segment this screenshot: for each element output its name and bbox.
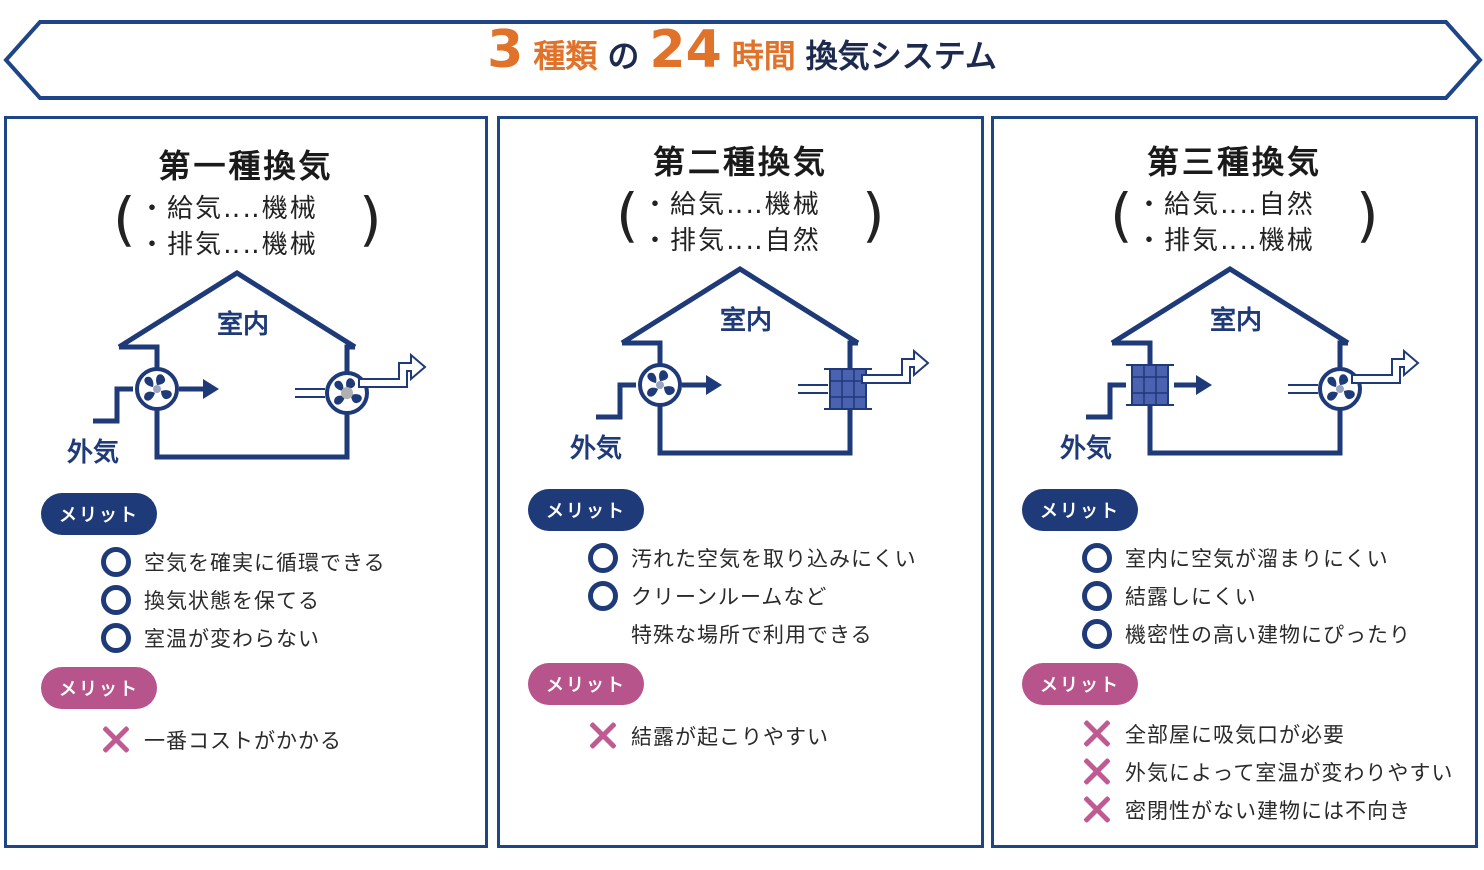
indoor-label: 室内 — [720, 305, 772, 336]
merit-item: 機密性の高い建物にぴったり — [1082, 619, 1411, 649]
supply-line: ・給気‥‥機械 — [642, 190, 821, 220]
circle-icon — [588, 543, 618, 573]
title-number-24: 24 — [649, 20, 722, 80]
indoor-label: 室内 — [217, 309, 269, 340]
panel-title: 第二種換気 — [652, 143, 828, 181]
outdoor-label: 外気 — [570, 433, 622, 464]
exhaust-line: ・排気‥‥自然 — [642, 226, 821, 256]
paren-right: ) — [359, 185, 382, 253]
title-banner: 3 種類 の 24 時間 換気システム — [0, 0, 1484, 110]
demerit-item: 結露が起こりやすい — [588, 721, 829, 751]
merit-badge: メリット — [528, 489, 644, 531]
banner-hexagon-frame — [3, 20, 1483, 100]
merit-item: クリーンルームなど — [588, 581, 827, 611]
cross-icon — [588, 721, 618, 751]
merit-item: 空気を確実に循環できる — [101, 547, 386, 577]
cross-icon — [1082, 757, 1112, 787]
merit-item: 室内に空気が溜まりにくい — [1082, 543, 1389, 573]
cross-icon — [1082, 795, 1112, 825]
demerit-item: 外気によって室温が変わりやすい — [1082, 757, 1453, 787]
page-title: 3 種類 の 24 時間 換気システム — [0, 20, 1484, 100]
demerit-item: 一番コストがかかる — [101, 725, 342, 755]
merit-item: 汚れた空気を取り込みにくい — [588, 543, 917, 573]
panel-type-1: 第一種換気 ( ・給気‥‥機械 ・排気‥‥機械 ) 室内 外気 メリット 空気を… — [4, 116, 488, 848]
circle-icon — [101, 547, 131, 577]
merit-item: 室温が変わらない — [101, 623, 320, 653]
paren-left: ( — [113, 185, 136, 253]
demerit-item: 全部屋に吸気口が必要 — [1082, 719, 1345, 749]
cross-icon — [1082, 719, 1112, 749]
circle-icon — [101, 623, 131, 653]
circle-icon — [1082, 543, 1112, 573]
indoor-label: 室内 — [1210, 305, 1262, 336]
paren-right: ) — [1356, 181, 1379, 249]
circle-icon — [101, 585, 131, 615]
exhaust-line: ・排気‥‥機械 — [1136, 226, 1315, 256]
outdoor-label: 外気 — [1060, 433, 1112, 464]
supply-line: ・給気‥‥自然 — [1136, 190, 1315, 220]
circle-icon — [1082, 581, 1112, 611]
cross-icon — [101, 725, 131, 755]
merit-item: 結露しにくい — [1082, 581, 1257, 611]
circle-icon — [1082, 619, 1112, 649]
merit-item-continued: 特殊な場所で利用できる — [631, 623, 873, 647]
paren-left: ( — [1110, 181, 1133, 249]
supply-line: ・給気‥‥機械 — [139, 194, 318, 224]
merit-item: 換気状態を保てる — [101, 585, 320, 615]
house-diagram: 室内 外気 — [570, 266, 929, 464]
panel-type-2: 第二種換気 ( ・給気‥‥機械 ・排気‥‥自然 ) 室内 外気 メリット 汚れた… — [497, 116, 984, 848]
panel-title: 第三種換気 — [1146, 143, 1322, 181]
demerit-badge: メリット — [1022, 663, 1138, 705]
merit-badge: メリット — [41, 493, 157, 535]
exhaust-line: ・排気‥‥機械 — [139, 230, 318, 260]
title-system: 換気システム — [805, 37, 997, 75]
panel-title: 第一種換気 — [158, 147, 334, 185]
title-particle: の — [607, 37, 640, 75]
house-diagram: 室内 外気 — [1060, 266, 1419, 464]
demerit-badge: メリット — [528, 663, 644, 705]
demerit-badge: メリット — [41, 667, 157, 709]
outdoor-label: 外気 — [67, 437, 119, 468]
panel-type-3: 第三種換気 ( ・給気‥‥自然 ・排気‥‥機械 ) 室内 外気 メリット 室内に… — [991, 116, 1478, 848]
demerit-item: 密閉性がない建物には不向き — [1082, 795, 1411, 825]
paren-left: ( — [616, 181, 639, 249]
circle-icon — [588, 581, 618, 611]
house-diagram: 室内 外気 — [67, 270, 426, 468]
paren-right: ) — [862, 181, 885, 249]
title-types: 種類 — [533, 37, 598, 75]
title-hours: 時間 — [731, 37, 796, 75]
title-number-3: 3 — [487, 20, 524, 80]
merit-badge: メリット — [1022, 489, 1138, 531]
